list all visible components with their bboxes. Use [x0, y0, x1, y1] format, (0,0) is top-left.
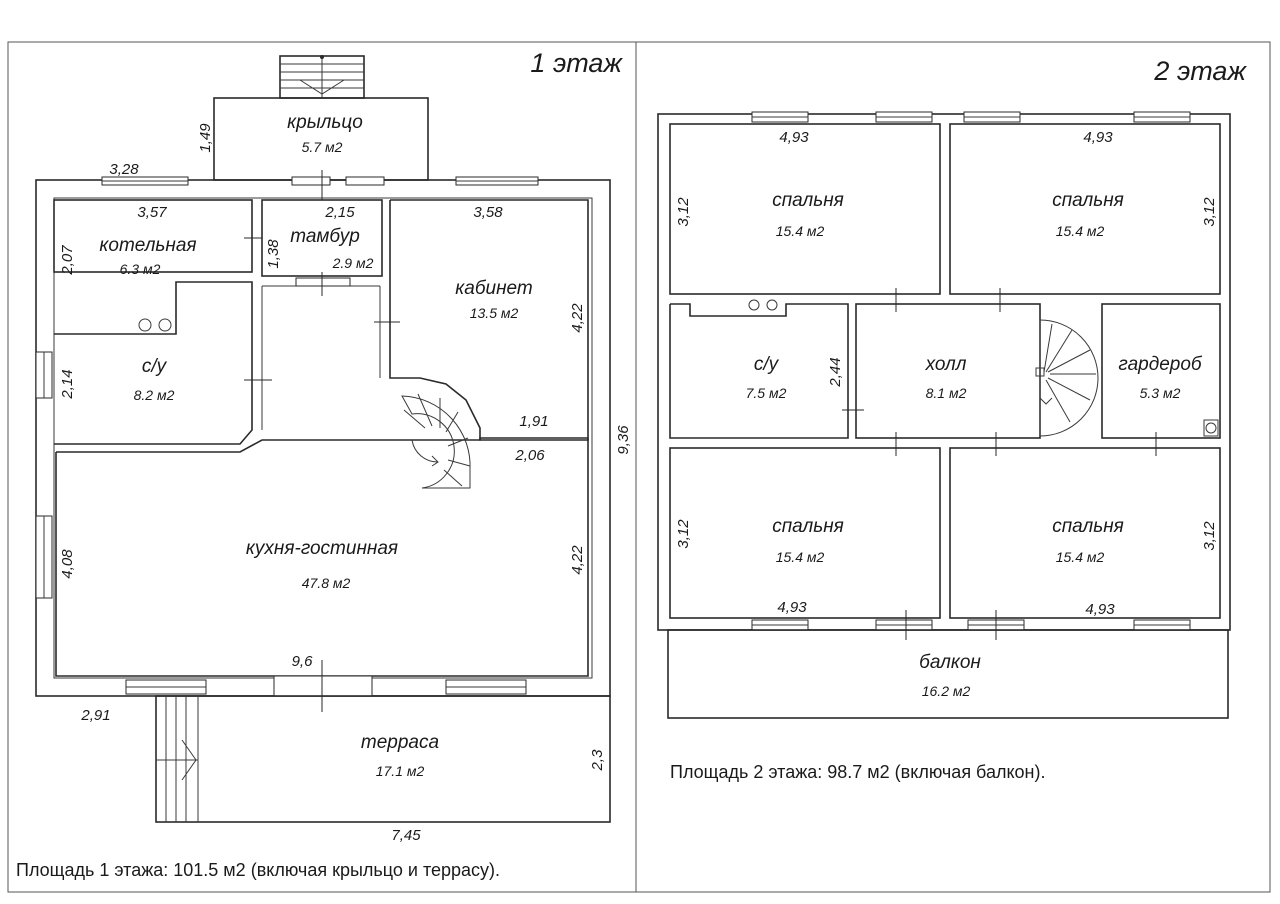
fixture-icon	[138, 318, 152, 332]
fixture-icon	[748, 299, 760, 311]
fixture-icon	[766, 299, 778, 311]
dimension-label: 3,12	[1201, 521, 1218, 551]
dimension-label: 4,22	[569, 545, 586, 575]
room-area-study: 13.5 м2	[470, 305, 519, 321]
room-area-bathroom: 8.2 м2	[134, 387, 175, 403]
fixture-icon	[158, 318, 172, 332]
dimension-label: 7,45	[391, 827, 421, 844]
room-area-terrace: 17.1 м2	[376, 763, 425, 779]
bedroom-1	[669, 123, 941, 295]
room-area-bedroom-4: 15.4 м2	[1056, 549, 1105, 565]
dimension-label: 4,22	[569, 303, 586, 333]
spiral-stair-2	[1035, 319, 1099, 437]
room-name-bedroom-4: спальня	[1052, 516, 1124, 537]
room-area-vestibule: 2.9 м2	[332, 255, 374, 271]
bedroom-4	[949, 447, 1221, 619]
floor-2-area-note: Площадь 2 этажа: 98.7 м2 (включая балкон…	[670, 762, 1046, 782]
dimension-label: 3,12	[675, 197, 692, 227]
floor-2-title: 2 этаж	[1153, 56, 1247, 86]
room-area-bathroom-2: 7.5 м2	[746, 385, 787, 401]
bathroom	[54, 281, 253, 445]
wardrobe	[1101, 303, 1221, 439]
dimension-label: 1,38	[265, 239, 282, 269]
dimension-label: 4,93	[1083, 129, 1113, 146]
boiler-room	[53, 199, 253, 273]
room-name-bathroom: с/у	[142, 356, 168, 377]
dimension-label: 4,93	[779, 129, 809, 146]
dimension-label: 2,15	[324, 204, 355, 221]
bathroom-2	[669, 303, 849, 439]
room-area-balcony: 16.2 м2	[922, 683, 971, 699]
kitchen-living-room	[55, 437, 589, 677]
bedroom-2	[949, 123, 1221, 295]
floor-1-plan: крыльцо 5.7 м2 котельная 6.3 м2 тамбур 2…	[16, 48, 632, 880]
dimension-label: 2,3	[589, 749, 606, 772]
dimension-label: 3,28	[109, 161, 139, 178]
dimension-label: 3,58	[473, 204, 503, 221]
room-area-porch: 5.7 м2	[302, 139, 343, 155]
room-area-bedroom-3: 15.4 м2	[776, 549, 825, 565]
dimension-label: 4,93	[777, 599, 807, 616]
dimension-label: 9,6	[292, 653, 314, 670]
dimension-label: 4,08	[59, 549, 76, 579]
dimension-label: 3,12	[675, 519, 692, 549]
fixture-icon	[1205, 422, 1217, 434]
terrace	[155, 695, 611, 823]
room-name-kitchen: кухня-гостинная	[246, 538, 398, 559]
study	[389, 199, 589, 441]
room-area-hall: 8.1 м2	[926, 385, 967, 401]
room-area-boiler: 6.3 м2	[120, 261, 161, 277]
dimension-label: 3,57	[137, 204, 167, 221]
room-name-bathroom-2: с/у	[754, 354, 780, 375]
room-name-hall: холл	[925, 354, 967, 375]
room-name-study: кабинет	[455, 278, 532, 299]
room-name-terrace: терраса	[361, 732, 439, 753]
room-name-bedroom-2: спальня	[1052, 190, 1124, 211]
floor-2-plan: спальня 15.4 м2 спальня 15.4 м2 с/у 7.5 …	[657, 56, 1247, 782]
dimension-label: 2,44	[827, 357, 844, 387]
room-name-wardrobe: гардероб	[1118, 354, 1202, 375]
dimension-label: 4,93	[1085, 601, 1115, 618]
room-name-porch: крыльцо	[287, 112, 363, 133]
balcony	[667, 629, 1229, 719]
dimension-label: 2,91	[80, 707, 110, 724]
dimension-label: 1,91	[519, 413, 548, 430]
room-name-bedroom-1: спальня	[772, 190, 844, 211]
window	[273, 675, 373, 697]
room-area-wardrobe: 5.3 м2	[1140, 385, 1181, 401]
dimension-label: 3,12	[1201, 197, 1218, 227]
dimension-label: 1,49	[197, 123, 214, 153]
dimension-label: 2,07	[59, 245, 76, 276]
spiral-stair	[401, 393, 471, 489]
room-area-bedroom-2: 15.4 м2	[1056, 223, 1105, 239]
floor-1-title: 1 этаж	[530, 48, 623, 78]
room-name-vestibule: тамбур	[290, 226, 360, 247]
dimension-label: 9,36	[615, 425, 632, 455]
sheet-frame	[7, 41, 1271, 893]
room-area-bedroom-1: 15.4 м2	[776, 223, 825, 239]
room-name-balcony: балкон	[919, 652, 981, 673]
dimension-label: 2,06	[514, 447, 545, 464]
dimension-label: 2,14	[59, 369, 76, 399]
room-name-boiler: котельная	[99, 235, 196, 256]
room-name-bedroom-3: спальня	[772, 516, 844, 537]
bedroom-3	[669, 447, 941, 619]
floor-1-area-note: Площадь 1 этажа: 101.5 м2 (включая крыль…	[16, 860, 500, 880]
room-area-kitchen: 47.8 м2	[302, 575, 351, 591]
